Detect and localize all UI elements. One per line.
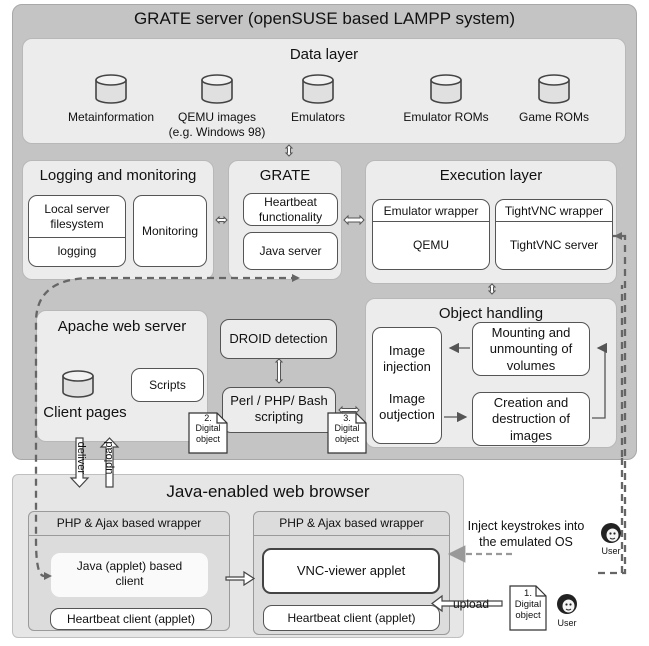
heartbeat-client-right-label: Heartbeat client (applet) <box>287 611 416 625</box>
deliver-label: deliver <box>74 441 87 475</box>
droid-label: DROID detection <box>229 331 328 346</box>
document-icon <box>509 585 547 631</box>
monitoring-box <box>133 195 207 267</box>
user-icon <box>601 523 621 543</box>
document-icon <box>188 412 228 454</box>
object-handling-title: Object handling <box>438 305 544 322</box>
user-label-2: User <box>557 618 577 628</box>
digital-object-2-label: 2. Digital object <box>195 413 221 444</box>
game-roms-label: Game ROMs <box>518 110 589 124</box>
scripting-box <box>222 387 336 433</box>
emulator-roms-label: Emulator ROMs <box>403 110 489 124</box>
database-icon <box>538 74 570 104</box>
digital-object-1-label: 1. Digital object <box>514 588 542 621</box>
vnc-viewer-label: VNC-viewer applet <box>296 563 406 578</box>
grate-title: GRATE <box>259 167 311 184</box>
digital-object-3-label: 3. Digital object <box>334 413 360 444</box>
emulator-wrapper-divider <box>372 221 490 222</box>
database-icon <box>302 74 334 104</box>
mounting-box <box>472 322 590 376</box>
java-server-label: Java server <box>259 244 322 258</box>
tightvnc-wrapper-label: TightVNC wrapper <box>504 204 604 218</box>
droid-box <box>220 319 337 359</box>
tightvnc-wrapper-box <box>495 199 613 270</box>
creation-box <box>472 392 590 446</box>
java-client-label: Java (applet) based client <box>76 559 183 588</box>
browser-title: Java-enabled web browser <box>166 482 370 501</box>
java-server-box <box>243 232 338 270</box>
heartbeat-client-right-box <box>263 605 440 631</box>
java-client-box <box>51 553 208 597</box>
heartbeat-client-left-box <box>50 608 212 630</box>
left-wrapper-title: PHP & Ajax based wrapper <box>56 516 202 530</box>
metainformation-label: Metainformation <box>67 110 155 124</box>
user-icon <box>557 594 577 614</box>
filesystem-divider <box>28 237 126 238</box>
mounting-label: Mounting and unmounting of volumes <box>489 325 573 373</box>
injection-box <box>372 327 442 444</box>
image-outjection-label: Image outjection <box>379 391 435 423</box>
database-icon <box>201 74 233 104</box>
heartbeat-client-left-label: Heartbeat client (applet) <box>66 612 196 626</box>
emulator-wrapper-label: Emulator wrapper <box>383 204 479 218</box>
logging-title: Logging and monitoring <box>39 167 197 184</box>
emulators-label: Emulators <box>290 110 346 124</box>
tightvnc-wrapper-divider <box>495 221 613 222</box>
image-injection-label: Image injection <box>383 343 431 375</box>
apache-title: Apache web server <box>57 318 187 335</box>
data-layer-title: Data layer <box>289 46 359 63</box>
heartbeat-box <box>243 193 338 226</box>
upload-label: upload <box>452 597 490 611</box>
local-filesystem-label: Local server filesystem <box>44 202 110 231</box>
emulator-wrapper-box <box>372 199 490 270</box>
vnc-viewer-box <box>262 548 440 594</box>
right-wrapper-divider <box>253 535 450 536</box>
server-title: GRATE server (openSUSE based LAMPP syste… <box>133 9 516 28</box>
database-icon <box>62 370 94 398</box>
upload-vertical-label: upload <box>103 441 116 475</box>
client-pages-label: Client pages <box>43 404 127 421</box>
creation-label: Creation and destruction of images <box>491 395 571 443</box>
database-icon <box>95 74 127 104</box>
local-filesystem-box <box>28 195 126 267</box>
scripts-label: Scripts <box>149 378 186 392</box>
inject-keystrokes-label: Inject keystrokes into the emulated OS <box>467 519 585 549</box>
database-icon <box>430 74 462 104</box>
right-wrapper-title: PHP & Ajax based wrapper <box>279 516 424 530</box>
monitoring-label: Monitoring <box>141 224 199 238</box>
scripting-label: Perl / PHP/ Bash scripting <box>230 393 328 425</box>
scripts-box <box>131 368 204 402</box>
qemu-label: QEMU <box>413 238 449 252</box>
qemu-images-label: QEMU images (e.g. Windows 98) <box>168 110 266 139</box>
document-icon <box>327 412 367 454</box>
tightvnc-server-label: TightVNC server <box>509 238 599 252</box>
execution-title: Execution layer <box>439 167 543 184</box>
logging-label: logging <box>57 244 97 258</box>
left-wrapper-divider <box>28 535 230 536</box>
heartbeat-label: Heartbeat functionality <box>258 195 323 224</box>
user-label: User <box>601 546 621 556</box>
